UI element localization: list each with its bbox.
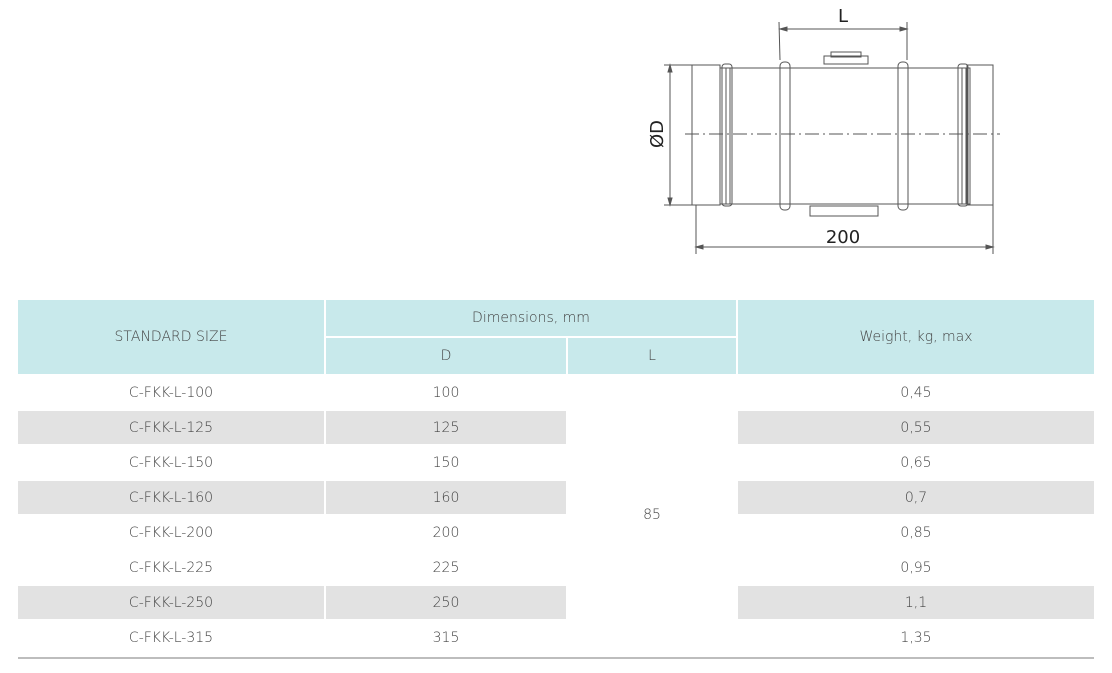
size-cell: C-FKK-L-100	[18, 374, 324, 409]
d-cell: 125	[324, 409, 566, 444]
weight-cell: 0,95	[736, 549, 1094, 584]
weight-cell: 0,55	[736, 409, 1094, 444]
d-cell: 200	[324, 514, 566, 549]
duct-body	[719, 67, 971, 205]
size-cell: C-FKK-L-160	[18, 479, 324, 514]
size-cell: C-FKK-L-200	[18, 514, 324, 549]
size-cell: C-FKK-L-150	[18, 444, 324, 479]
header-row: STANDARD SIZE Dimensions, mm Weight, kg,…	[18, 300, 1094, 374]
size-cell: C-FKK-L-225	[18, 549, 324, 584]
d-cell: 150	[324, 444, 566, 479]
d-cell: 250	[324, 584, 566, 619]
weight-cell: 0,85	[736, 514, 1094, 549]
d-cell: 315	[324, 619, 566, 654]
d-cell: 100	[324, 374, 566, 409]
weight-cell: 1,35	[736, 619, 1094, 654]
size-cell: C-FKK-L-250	[18, 584, 324, 619]
dimensions-header: Dimensions, mm	[324, 300, 736, 336]
size-cell: C-FKK-L-315	[18, 619, 324, 654]
technical-drawing: L ØD 200	[647, 6, 1000, 254]
weight-cell: 0,65	[736, 444, 1094, 479]
weight-cell: 1,1	[736, 584, 1094, 619]
spec-table: STANDARD SIZE Dimensions, mm Weight, kg,…	[18, 300, 1094, 654]
standard-size-header: STANDARD SIZE	[18, 300, 324, 374]
size-cell: C-FKK-L-125	[18, 409, 324, 444]
l-label: L	[838, 6, 848, 27]
weight-header: Weight, kg, max	[736, 300, 1094, 374]
l-header: L	[566, 336, 736, 374]
length-label: 200	[826, 227, 860, 248]
weight-cell: 0,45	[736, 374, 1094, 409]
d-label: ØD	[647, 120, 668, 148]
d-cell: 225	[324, 549, 566, 584]
bottom-rule	[18, 657, 1094, 659]
d-header: D	[324, 336, 566, 374]
subheader-row: D L	[18, 336, 1094, 374]
weight-cell: 0,7	[736, 479, 1094, 514]
d-cell: 160	[324, 479, 566, 514]
l-cell: 85	[566, 374, 736, 654]
